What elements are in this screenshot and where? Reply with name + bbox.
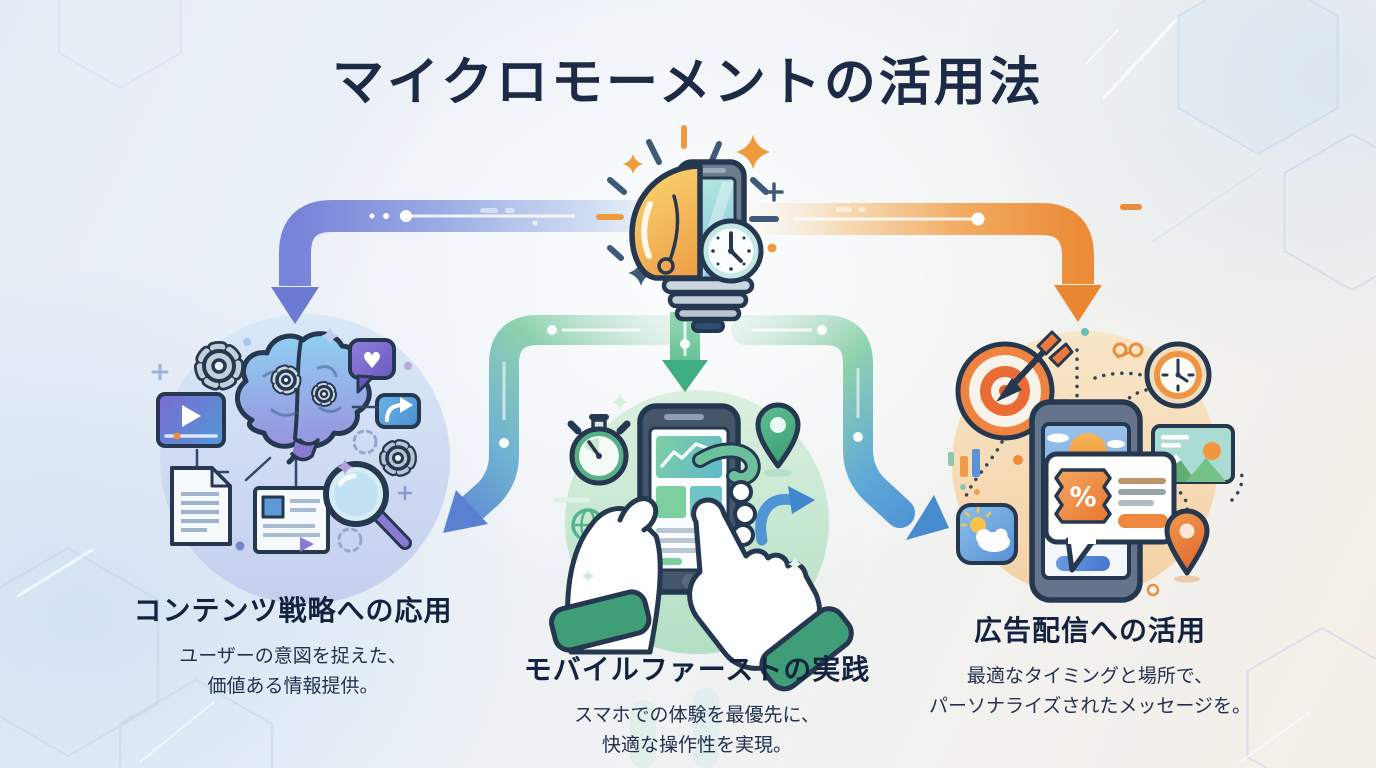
section-body-line: 価値ある情報提供。 [207, 675, 379, 697]
hub-bulb-half [629, 163, 703, 281]
heart-bubble-icon: ♥ [348, 338, 396, 394]
orange-dash-accent [1120, 204, 1142, 210]
target-icon [955, 330, 1074, 441]
section-body-line: スマホでの体験を最優先に、 [574, 704, 820, 726]
sparkle-decorations [151, 327, 413, 553]
background-accent-lines [16, 18, 1311, 768]
section-body: ユーザーの意図を捉えた、 価値ある情報提供。 [93, 641, 493, 701]
hub-rays [596, 125, 784, 286]
share-arrow-icon [375, 393, 421, 429]
redirect-arrow-icon [755, 486, 815, 546]
section-body: スマホでの体験を最優先に、 快適な操作性を実現。 [497, 700, 897, 760]
clock-icon [1144, 341, 1212, 409]
coupon-message-bubble: % [1043, 451, 1177, 573]
branch-arrow-mid-right [731, 315, 949, 540]
section-body-line: ユーザーの意図を捉えた、 [179, 645, 407, 667]
stopwatch-icon [567, 414, 631, 486]
sparkle-decorations [582, 394, 802, 582]
lightbulb-smartphone-clock-icon [596, 125, 784, 333]
swipe-gesture-icon [692, 442, 761, 486]
percent-coupon-icon [1054, 468, 1112, 524]
article-icon [253, 486, 330, 554]
section-mobile-first: モバイルファーストの実践 スマホでの体験を最優先に、 快適な操作性を実現。 [497, 648, 897, 760]
mobile-first-illustration [549, 394, 854, 692]
section-body-line: 最適なタイミングと場所で、 [966, 665, 1214, 687]
hub-clock [698, 218, 764, 284]
holding-hand [549, 496, 663, 655]
section-body-line: 快適な操作性を実現。 [601, 734, 792, 756]
branch-arrow-right [745, 203, 1142, 322]
page-title: マイクロモーメントの活用法 [332, 52, 1044, 113]
section-heading: コンテンツ戦略への応用 [133, 594, 453, 627]
section-content-strategy: コンテンツ戦略への応用 ユーザーの意図を捉えた、 価値ある情報提供。 [93, 589, 493, 701]
section-body-line: パーソナライズされたメッセージを。 [928, 695, 1252, 717]
location-pin-icon [755, 402, 801, 477]
location-pin-icon [1164, 508, 1210, 583]
svg-text:♥: ♥ [362, 349, 382, 374]
document-icon [170, 466, 232, 546]
gear-on-brain-icon [270, 364, 337, 407]
ad-delivery-illustration: % [948, 328, 1244, 603]
branch-arrow-mid-left [443, 315, 679, 533]
tapping-hand [687, 497, 854, 692]
gear-icon [194, 341, 244, 391]
weather-app-icon [956, 503, 1018, 565]
video-player-icon [156, 392, 226, 448]
small-gear-icon [379, 439, 417, 477]
section-body: 最適なタイミングと場所で、 パーソナライズされたメッセージを。 [890, 661, 1290, 721]
content-strategy-illustration: ♥ [151, 327, 421, 554]
magnifier-icon [323, 461, 412, 550]
section-ad-delivery: 広告配信への活用 最適なタイミングと場所で、 パーソナライズされたメッセージを。 [890, 609, 1290, 721]
section-heading: モバイルファーストの実践 [523, 653, 871, 686]
section-heading: 広告配信への活用 [973, 614, 1206, 647]
svg-text:%: % [1069, 482, 1096, 513]
branch-arrow-left [271, 200, 700, 324]
